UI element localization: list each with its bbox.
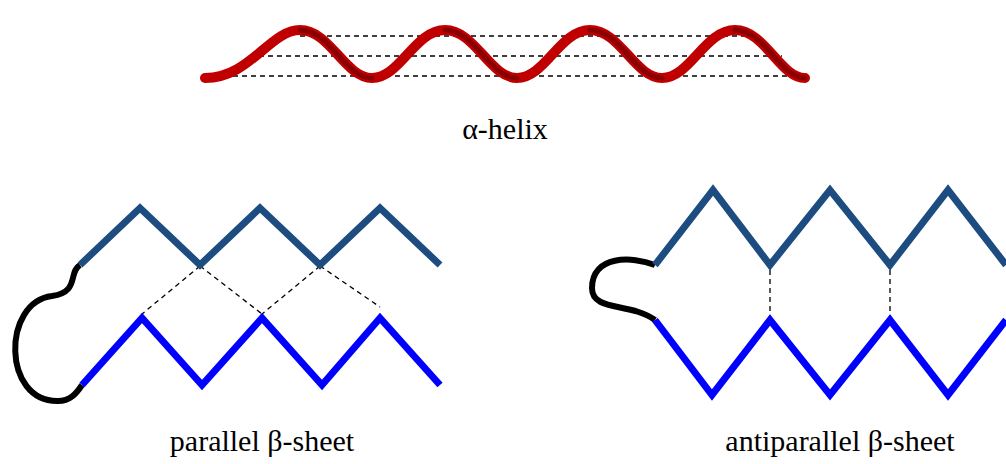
structure-label: parallel β-sheet <box>170 424 354 459</box>
helix-ribbon <box>205 30 805 78</box>
parallel-sheet <box>15 208 440 401</box>
structure-label: antiparallel β-sheet <box>725 424 954 459</box>
antiparallel-sheet <box>592 190 1006 395</box>
structure-label: α-helix <box>462 112 548 147</box>
